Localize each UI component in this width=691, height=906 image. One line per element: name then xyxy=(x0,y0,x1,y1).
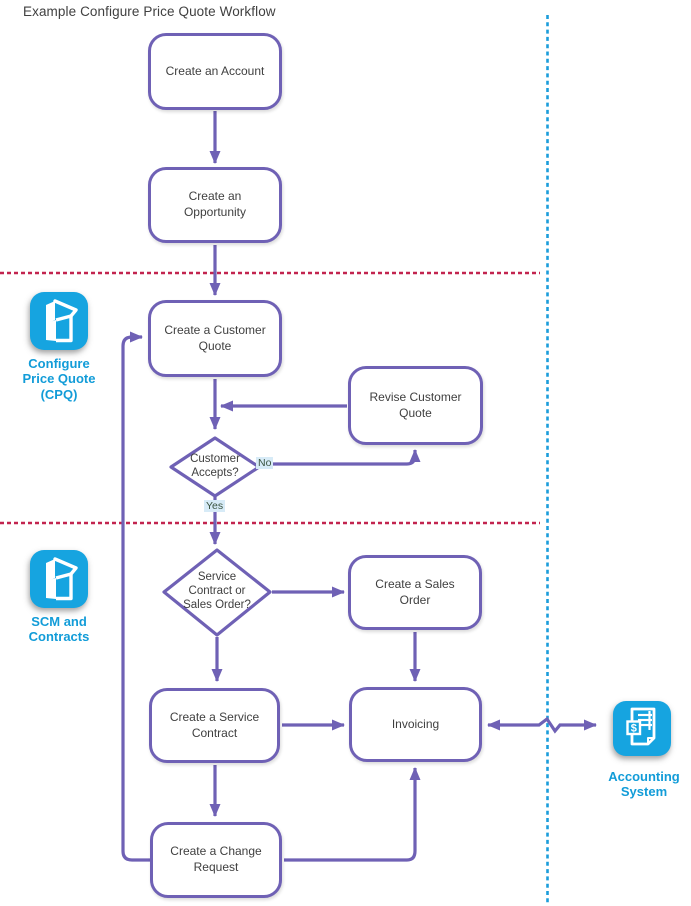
node-invoicing: Invoicing xyxy=(349,687,482,762)
decision-customer-accepts-shape xyxy=(169,436,261,498)
accounting-label-line: Accounting xyxy=(608,769,680,784)
edge-label-no: No xyxy=(256,457,274,469)
node-revise-customer-quote: Revise Customer Quote xyxy=(348,366,483,445)
invoice-icon: $ xyxy=(626,707,656,746)
node-label: Invoicing xyxy=(391,716,440,731)
accounting-app-icon: $ xyxy=(613,701,671,756)
node-create-account: Create an Account xyxy=(148,33,282,110)
accounting-label: Accounting System xyxy=(589,769,691,800)
accounting-label-line: System xyxy=(620,784,668,800)
node-label: Create an Account xyxy=(165,63,265,78)
decision-service-or-sales-label: Service Contract or Sales Order? xyxy=(167,570,267,612)
scm-label: SCM and Contracts xyxy=(1,614,117,645)
decision-line: Sales Order? xyxy=(183,599,251,612)
node-label: Create a Change Request xyxy=(170,844,262,874)
node-create-customer-quote: Create a Customer Quote xyxy=(148,300,282,377)
cpq-label-line: Price Quote xyxy=(22,371,96,387)
node-label: Create a Customer Quote xyxy=(164,322,266,353)
node-label: Create a Service Contract xyxy=(169,709,260,740)
cpq-label-line: (CPQ) xyxy=(40,386,78,402)
scm-app-icon xyxy=(30,550,88,608)
scm-label-line: Contracts xyxy=(28,629,90,645)
dollar-glyph: $ xyxy=(631,722,637,734)
decision-customer-accepts-label: Customer Accepts? xyxy=(165,452,265,480)
node-label: Create a Sales Order xyxy=(375,576,455,607)
decision-line: Customer xyxy=(190,453,240,465)
node-create-change-request: Create a Change Request xyxy=(150,822,282,898)
decision-line: Contract or xyxy=(188,585,246,598)
node-label: Revise Customer Quote xyxy=(369,389,462,420)
node-create-service-contract: Create a Service Contract xyxy=(149,688,280,763)
node-create-opportunity: Create an Opportunity xyxy=(148,167,282,243)
edge-invoicing-accounting-bidirectional xyxy=(487,716,597,734)
decision-line: Accepts? xyxy=(191,467,239,480)
cpq-app-icon xyxy=(30,292,88,350)
edge-change-request-to-invoicing xyxy=(284,767,421,862)
cpq-label-line: Configure xyxy=(28,356,90,371)
open-box-icon xyxy=(46,557,78,601)
edge-no-to-revise-quote xyxy=(258,449,421,466)
scm-label-line: SCM and xyxy=(31,614,87,629)
decision-service-or-sales-shape xyxy=(162,548,272,637)
decision-line: Service xyxy=(197,571,237,583)
node-label: Create an Opportunity xyxy=(183,189,247,219)
edge-change-request-loop-to-customer-quote xyxy=(121,331,151,862)
diagram-title: Example Configure Price Quote Workflow xyxy=(23,4,276,19)
open-box-icon xyxy=(46,299,78,343)
edge-label-yes: Yes xyxy=(204,500,226,512)
node-create-sales-order: Create a Sales Order xyxy=(348,555,482,630)
cpq-label: Configure Price Quote (CPQ) xyxy=(1,356,117,402)
